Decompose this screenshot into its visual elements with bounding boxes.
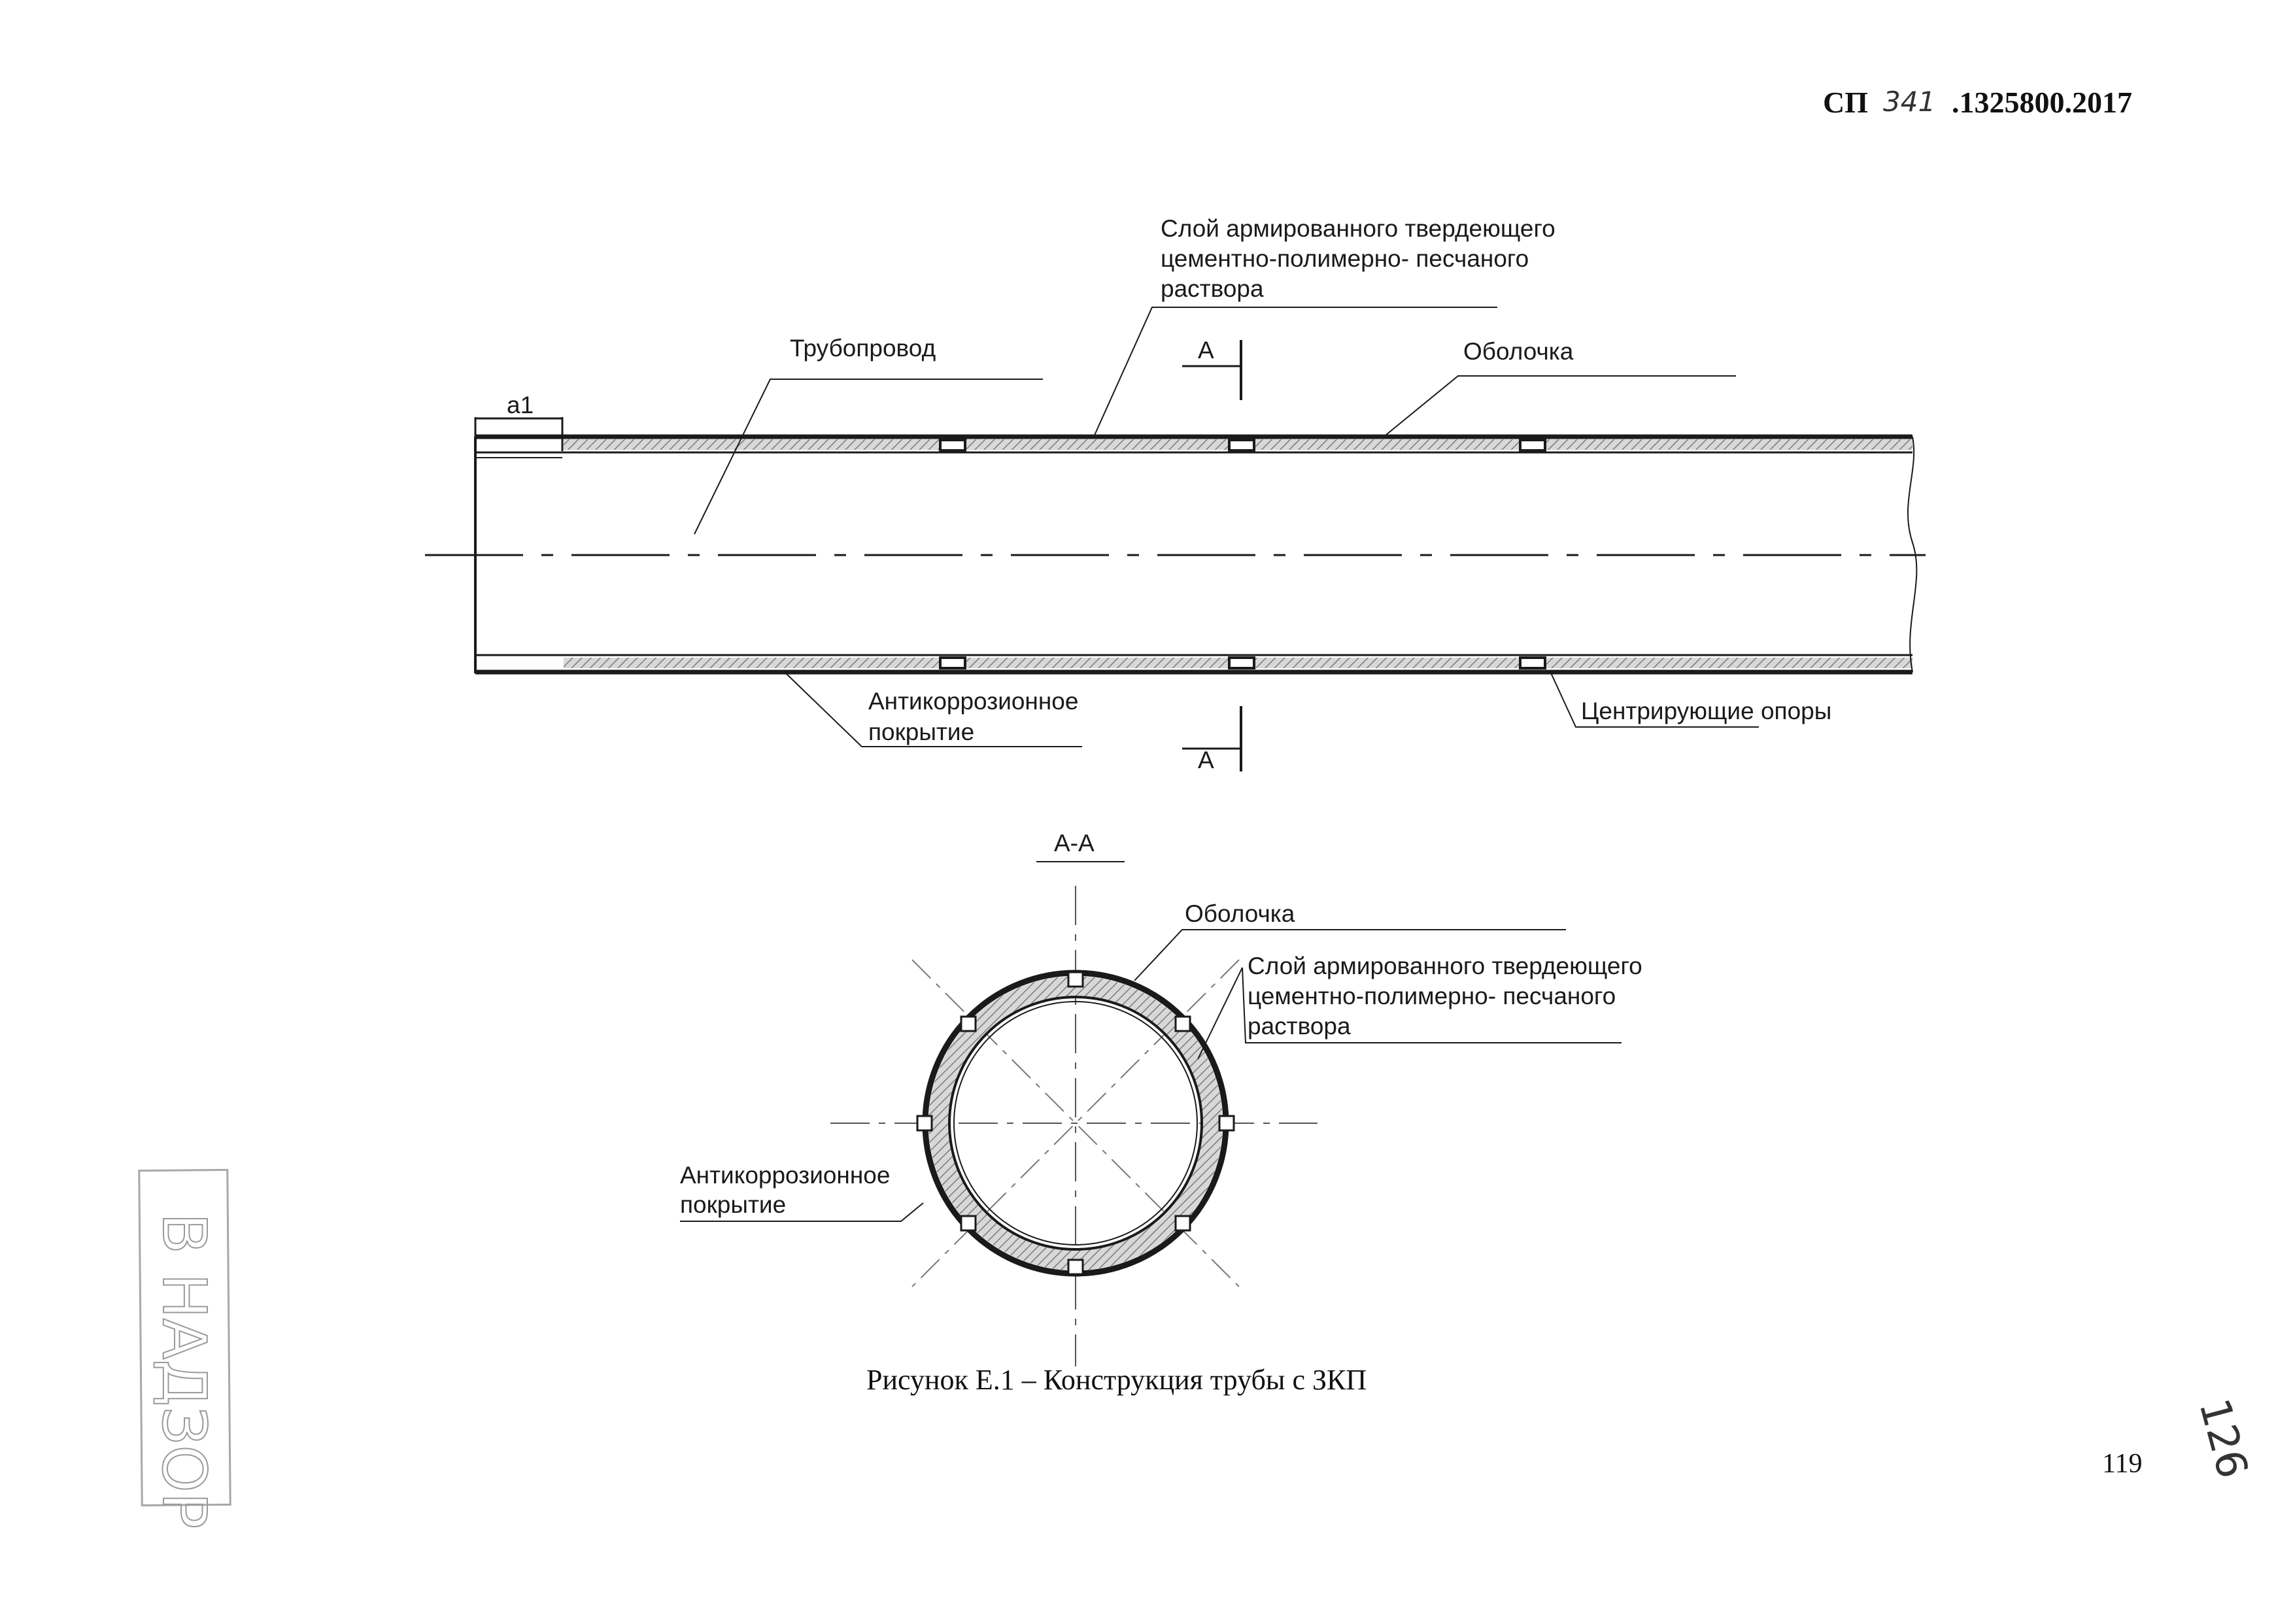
support-top-2 (1228, 439, 1255, 452)
section-mark-top-letter: А (1198, 337, 1214, 364)
document-code: СП 341 .1325800.2017 (1823, 86, 2132, 119)
support-225deg (960, 1215, 977, 1232)
section-label-layer: Слой армированного твердеющего цементно-… (1248, 953, 1649, 1040)
stamp-frame (138, 1168, 231, 1507)
label-pipeline: Трубопровод (790, 335, 936, 362)
dim-a1-label: а1 (507, 392, 534, 418)
coating-ring (953, 1001, 1198, 1245)
support-270deg (916, 1115, 933, 1132)
leader-pipeline (694, 379, 1043, 535)
pipe-cross-section: А-А Оболочка (680, 830, 1649, 1366)
support-135deg (1174, 1215, 1191, 1232)
support-45deg (1174, 1015, 1191, 1032)
code-handwritten: 341 (1883, 86, 1935, 118)
leader-lines (694, 307, 1759, 747)
label-layer: Слой армированного твердеющего цементно-… (1161, 215, 1562, 302)
section-axis-diagonal-1 (911, 959, 1240, 1287)
section-mark-top: А (1182, 337, 1242, 400)
support-90deg (1218, 1115, 1235, 1132)
section-supports (916, 971, 1235, 1276)
stamp-text: В НАДЗОР (149, 1213, 219, 1529)
support-180deg (1067, 1259, 1084, 1276)
support-bottom-1 (939, 656, 966, 669)
support-top-1 (939, 439, 966, 452)
leader-coating (784, 671, 1082, 747)
support-0deg (1067, 971, 1084, 988)
support-top-3 (1519, 439, 1546, 452)
pipe-break-line (1907, 436, 1918, 673)
pipe-longitudinal-view: а1 А А (425, 215, 1926, 773)
section-axis-diagonal-2 (911, 959, 1240, 1287)
leader-layer (1093, 307, 1497, 439)
figure-caption: Рисунок Е.1 – Конструкция трубы с ЗКП (866, 1364, 1367, 1396)
label-coating: Антикоррозионное покрытие (868, 688, 1085, 745)
section-label-shell: Оболочка (1185, 900, 1295, 927)
centering-supports (939, 439, 1546, 669)
section-mark-bottom-letter: А (1198, 747, 1214, 773)
handwritten-sheet-number: 126 (2189, 1394, 2256, 1483)
stamp: В НАДЗОР (138, 1168, 231, 1529)
section-label-coating: Антикоррозионное покрытие (680, 1162, 897, 1218)
page-number: 119 (2102, 1449, 2142, 1479)
support-bottom-3 (1519, 656, 1546, 669)
support-bottom-2 (1228, 656, 1255, 669)
section-mark-bottom: А (1182, 706, 1242, 773)
section-leader-shell (1134, 929, 1566, 981)
code-suffix: .1325800.2017 (1952, 86, 2132, 119)
leader-shell (1386, 375, 1736, 435)
label-shell: Оболочка (1463, 338, 1574, 365)
label-supports: Центрирующие опоры (1581, 698, 1831, 724)
section-title: А-А (1054, 830, 1095, 856)
support-315deg (960, 1015, 977, 1032)
code-prefix: СП (1823, 86, 1868, 119)
section-leader-coating (680, 1202, 924, 1222)
pipe-wall-ring (948, 996, 1203, 1251)
leader-supports (1549, 669, 1759, 728)
section-leader-layer (1197, 967, 1622, 1060)
section-leader-lines (680, 929, 1622, 1222)
